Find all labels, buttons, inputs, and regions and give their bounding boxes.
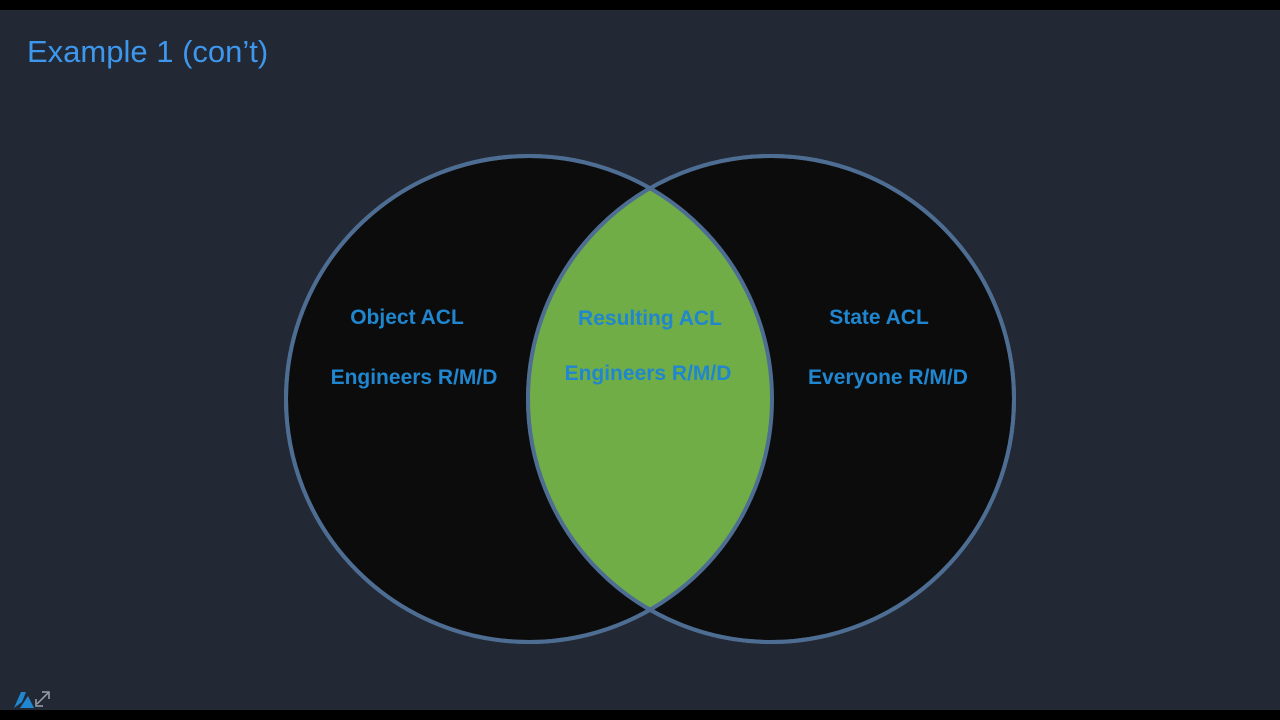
right-set-entry: Everyone R/M/D bbox=[808, 366, 968, 389]
left-set-heading: Object ACL bbox=[350, 306, 464, 329]
slide: Example 1 (con’t) Object ACL Engineers R… bbox=[0, 10, 1280, 710]
intersection-entry: Engineers R/M/D bbox=[565, 362, 732, 385]
left-set-outline bbox=[284, 154, 774, 644]
slide-title: Example 1 (con’t) bbox=[27, 34, 269, 69]
right-set-heading: State ACL bbox=[829, 306, 929, 329]
venn-diagram: Object ACL Engineers R/M/D Resulting ACL… bbox=[284, 154, 1016, 644]
left-set-entry: Engineers R/M/D bbox=[331, 366, 498, 389]
intersection-heading: Resulting ACL bbox=[578, 307, 722, 330]
presenter-logo-icon bbox=[14, 691, 50, 708]
right-set-outline bbox=[526, 154, 1016, 644]
bottom-letterbox bbox=[0, 710, 1280, 720]
